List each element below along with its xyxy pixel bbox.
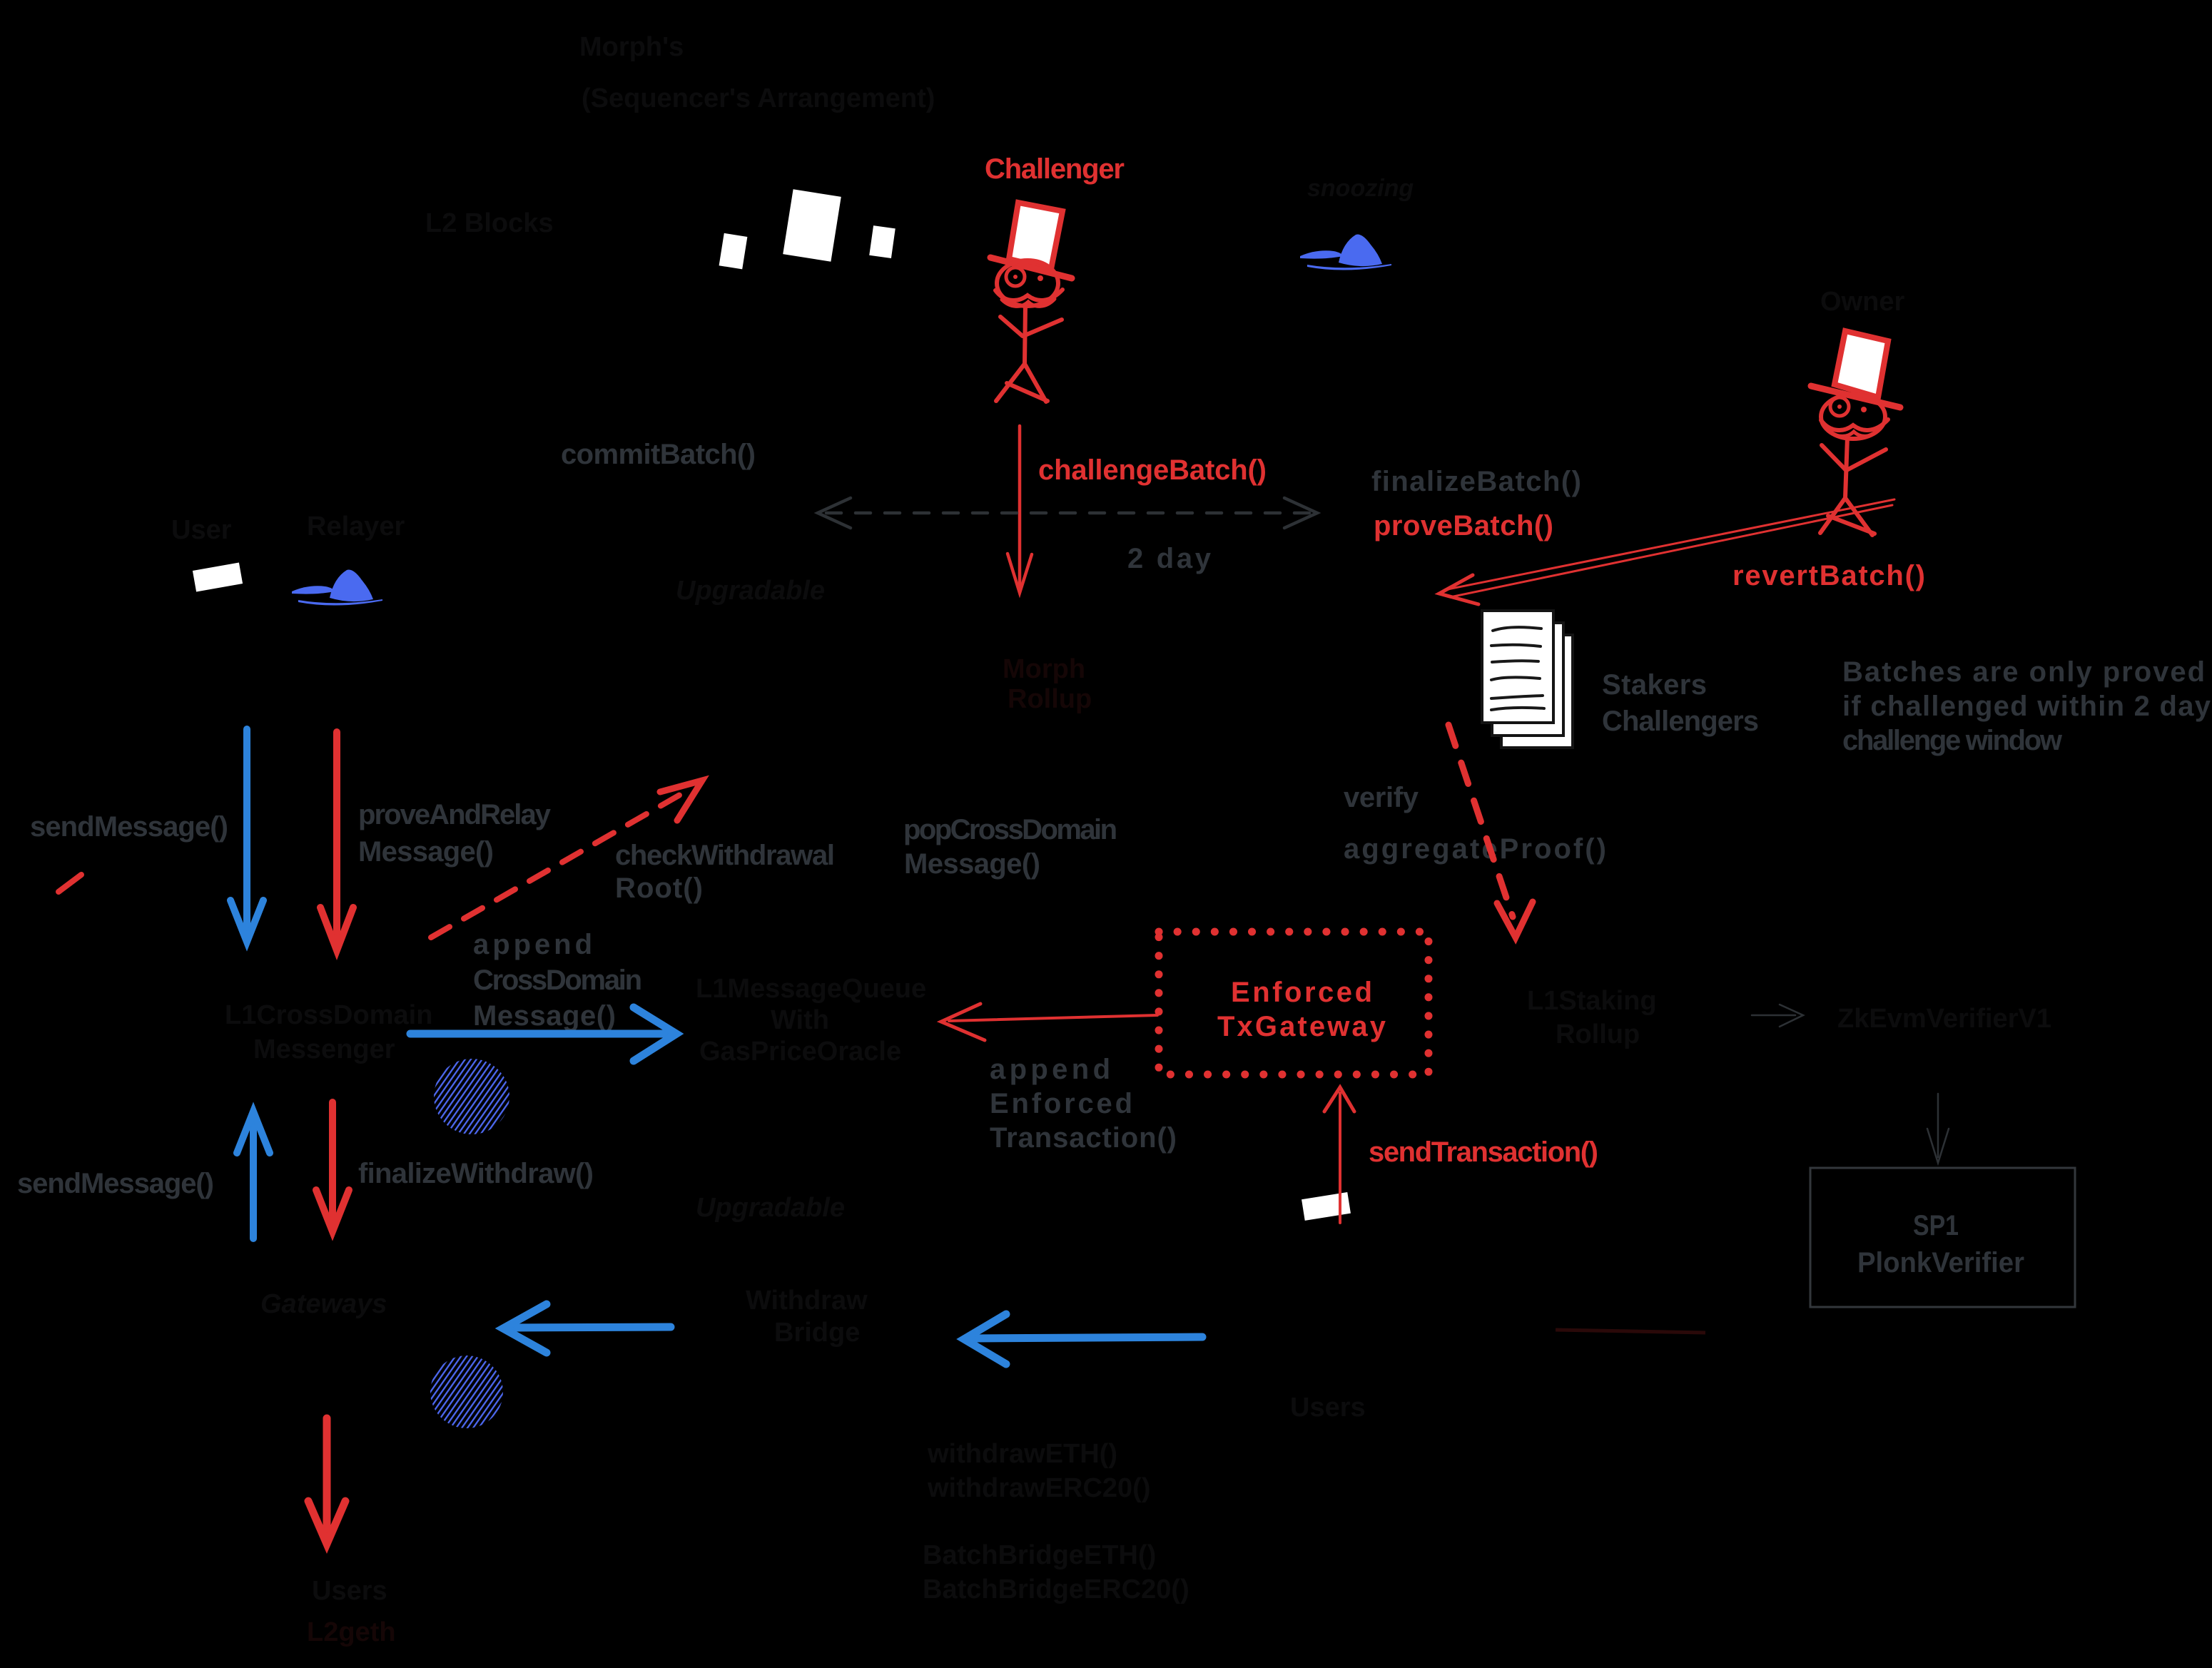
svg-text:Rollup: Rollup	[1556, 1019, 1640, 1049]
svg-text:Morph's: Morph's	[579, 32, 684, 62]
svg-text:sendMessage(): sendMessage()	[30, 811, 228, 843]
svg-text:Morph: Morph	[1003, 654, 1085, 684]
svg-text:GasPriceOracle: GasPriceOracle	[699, 1037, 901, 1067]
svg-text:CrossDomain: CrossDomain	[473, 965, 642, 996]
svg-text:challenge window: challenge window	[1842, 725, 2063, 756]
svg-text:L1Staking: L1Staking	[1527, 986, 1657, 1016]
svg-text:SP1: SP1	[1913, 1210, 1959, 1241]
svg-text:User: User	[171, 515, 232, 545]
svg-text:TxGateway: TxGateway	[1217, 1011, 1386, 1042]
svg-text:withdrawERC20(): withdrawERC20()	[927, 1473, 1150, 1503]
svg-text:withdrawETH(): withdrawETH()	[927, 1439, 1117, 1469]
svg-text:Message(): Message()	[904, 848, 1040, 880]
svg-text:(Sequencer's Arrangement): (Sequencer's Arrangement)	[582, 83, 935, 113]
svg-text:Transaction(): Transaction()	[990, 1122, 1177, 1154]
svg-text:aggregateProof(): aggregateProof()	[1344, 833, 1606, 865]
svg-text:finalizeBatch(): finalizeBatch()	[1371, 466, 1581, 497]
svg-text:Upgradable: Upgradable	[676, 576, 825, 606]
svg-text:PlonkVerifier: PlonkVerifier	[1857, 1247, 2024, 1278]
svg-text:Challenger: Challenger	[985, 153, 1125, 185]
svg-text:checkWithdrawal: checkWithdrawal	[615, 840, 835, 871]
svg-text:Root(): Root()	[615, 873, 703, 904]
svg-text:finalizeWithdraw(): finalizeWithdraw()	[358, 1158, 594, 1189]
svg-text:Withdraw: Withdraw	[746, 1286, 868, 1316]
svg-text:popCrossDomain: popCrossDomain	[903, 814, 1117, 845]
svg-text:Gateways: Gateways	[260, 1289, 387, 1319]
svg-text:Owner: Owner	[1820, 287, 1904, 317]
svg-text:Messenger: Messenger	[253, 1034, 395, 1064]
svg-text:Users: Users	[1290, 1393, 1366, 1423]
svg-text:2 day: 2 day	[1127, 543, 1212, 574]
svg-text:verify: verify	[1344, 782, 1419, 813]
svg-text:L2 Blocks: L2 Blocks	[425, 208, 554, 238]
svg-text:Message(): Message()	[358, 836, 494, 868]
svg-text:Challengers: Challengers	[1602, 706, 1759, 737]
svg-text:if challenged within 2 day: if challenged within 2 day	[1842, 691, 2211, 722]
svg-text:L1MessageQueue: L1MessageQueue	[696, 974, 926, 1004]
svg-text:Bridge: Bridge	[774, 1318, 860, 1348]
svg-text:Relayer: Relayer	[307, 512, 405, 541]
svg-text:Stakers: Stakers	[1602, 669, 1707, 701]
svg-text:Enforced: Enforced	[990, 1088, 1132, 1119]
svg-text:BatchBridgeETH(): BatchBridgeETH()	[923, 1540, 1156, 1570]
svg-text:With: With	[771, 1005, 829, 1035]
svg-text:L2geth: L2geth	[307, 1617, 396, 1647]
svg-text:proveAndRelay: proveAndRelay	[358, 799, 552, 830]
svg-text:Upgradable: Upgradable	[696, 1193, 845, 1223]
svg-text:L1CrossDomain: L1CrossDomain	[225, 1000, 432, 1030]
svg-text:sendMessage(): sendMessage()	[17, 1168, 214, 1199]
svg-text:Batches are only proved: Batches are only proved	[1842, 656, 2205, 688]
svg-text:Rollup: Rollup	[1008, 684, 1092, 714]
svg-text:challengeBatch(): challengeBatch()	[1038, 454, 1267, 486]
svg-text:proveBatch(): proveBatch()	[1374, 510, 1553, 541]
svg-text:ZkEvmVerifierV1: ZkEvmVerifierV1	[1837, 1004, 2051, 1034]
svg-text:Message(): Message()	[473, 1000, 616, 1032]
svg-text:commitBatch(): commitBatch()	[561, 439, 756, 470]
svg-text:snoozing: snoozing	[1307, 175, 1414, 202]
svg-text:BatchBridgeERC20(): BatchBridgeERC20()	[923, 1575, 1189, 1605]
svg-text:revertBatch(): revertBatch()	[1732, 560, 1925, 591]
svg-text:sendTransaction(): sendTransaction()	[1369, 1136, 1598, 1168]
svg-text:Enforced: Enforced	[1231, 977, 1372, 1008]
svg-text:Users: Users	[312, 1576, 387, 1606]
